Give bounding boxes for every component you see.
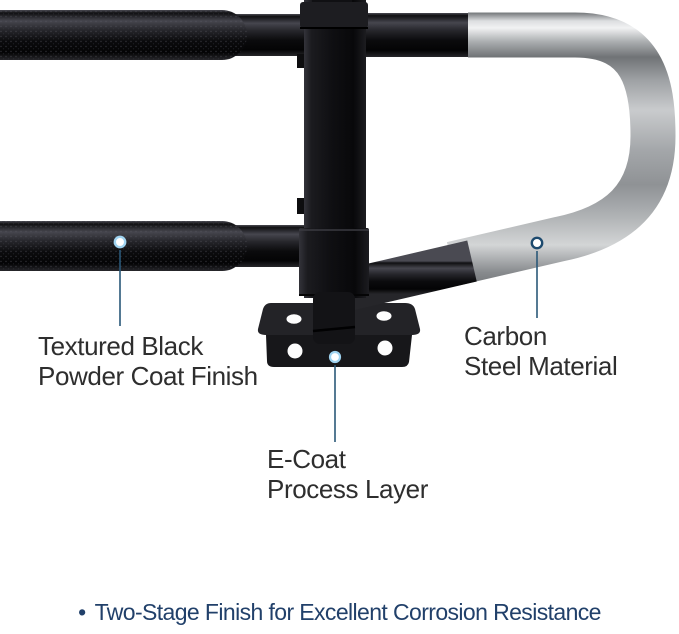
upper-black-tube [350, 13, 472, 57]
clamp-top-cap [300, 2, 368, 28]
callout-label-e-coat: E-Coat Process Layer [267, 444, 428, 504]
silver-u-tube [446, 12, 676, 286]
mounting-plate-front-face [266, 335, 412, 367]
footer-bullet: • [78, 599, 86, 625]
callout-dot-carbon-steel [530, 236, 544, 250]
callout-dot-e-coat [328, 350, 342, 364]
clamp-tab-upper [297, 54, 305, 68]
top-bar-texture-overlay [0, 10, 247, 60]
bottom-bar-smooth-end [230, 225, 308, 267]
clamp-lower-block [299, 228, 369, 296]
footer-note: • Two-Stage Finish for Excellent Corrosio… [0, 599, 679, 626]
callout-label-line: Textured Black [38, 331, 203, 361]
top-bar-smooth-end [230, 14, 308, 56]
hinge-bracket [313, 292, 355, 344]
clamp-tab-lower [297, 198, 305, 214]
callout-label-carbon-steel: Carbon Steel Material [464, 321, 618, 381]
callout-label-textured-black: Textured Black Powder Coat Finish [38, 331, 258, 391]
callout-label-line: E-Coat [267, 444, 346, 474]
callout-label-line: Process Layer [267, 474, 428, 504]
plate-hole-top-left [286, 314, 302, 324]
callout-label-line: Steel Material [464, 351, 618, 381]
callout-label-line: Carbon [464, 321, 547, 351]
callout-dot-textured-black [113, 235, 127, 249]
plate-hole-top-right [376, 311, 392, 321]
plate-hole-front-left [287, 343, 303, 359]
callout-label-line: Powder Coat Finish [38, 361, 258, 391]
plate-hole-front-right [377, 340, 393, 356]
footer-text: Two-Stage Finish for Excellent Corrosion… [94, 599, 602, 625]
hinge-seam [312, 325, 356, 333]
